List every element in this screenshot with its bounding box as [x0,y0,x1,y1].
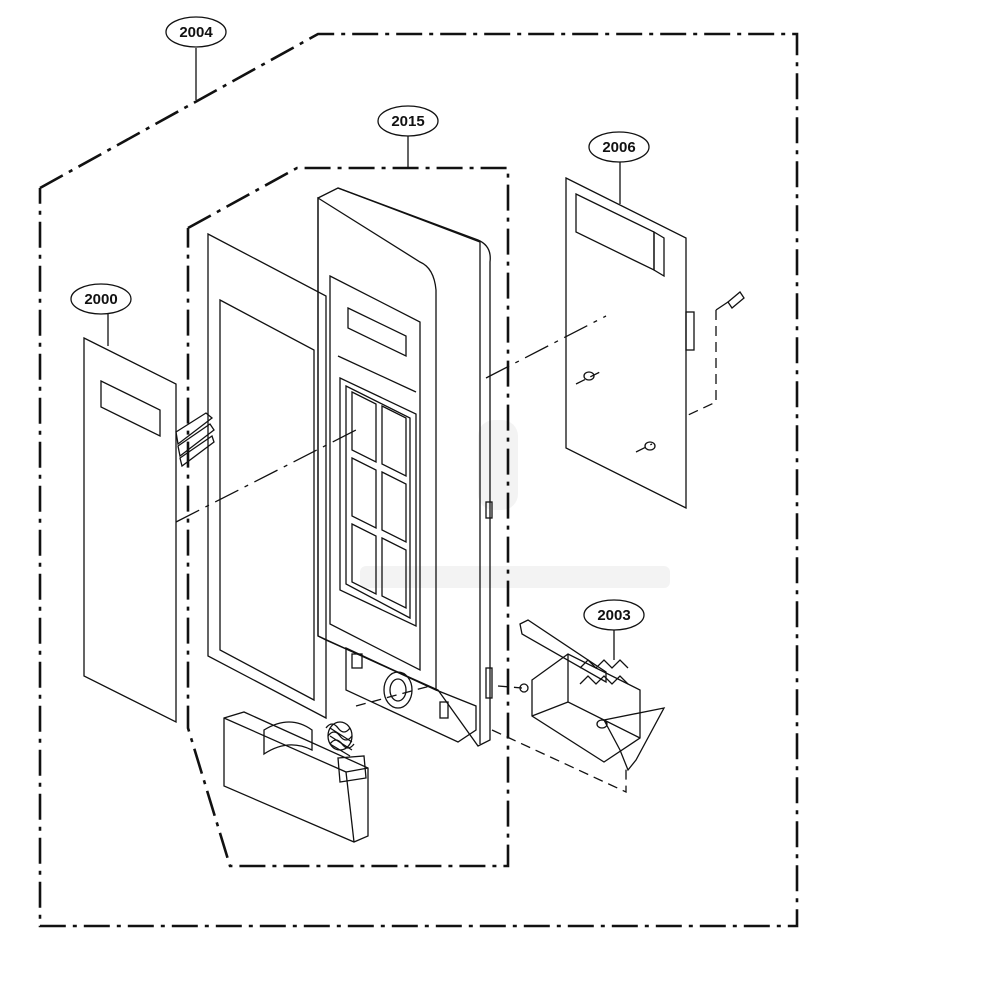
callout-2006: 2006 [588,131,650,163]
watermark [360,420,670,588]
callout-2015: 2015 [377,105,439,137]
part-2003-latch-lever [519,619,666,772]
callout-2004-label: 2004 [179,24,213,41]
spring [325,721,355,757]
part-2000-key-sheet [83,336,215,724]
callout-2003: 2003 [583,599,645,631]
callout-2004: 2004 [165,16,227,48]
keypad-keys [351,390,407,610]
screw [715,291,745,311]
assembly-lines [175,310,717,794]
window-frame-panel [207,232,327,720]
ribbon-cable [175,412,215,468]
callout-2015-label: 2015 [391,113,424,130]
assembly-2015-boundary [186,166,510,868]
leader-lines [107,48,621,660]
callout-2003-label: 2003 [597,607,630,624]
callout-2000: 2000 [70,283,132,315]
callout-2000-label: 2000 [84,291,117,308]
part-2015-control-housing [317,187,493,747]
door-push-button [223,711,369,843]
part-2006-pcb [565,176,745,510]
assembly-2004-boundary [38,32,799,928]
callout-2006-label: 2006 [602,139,635,156]
